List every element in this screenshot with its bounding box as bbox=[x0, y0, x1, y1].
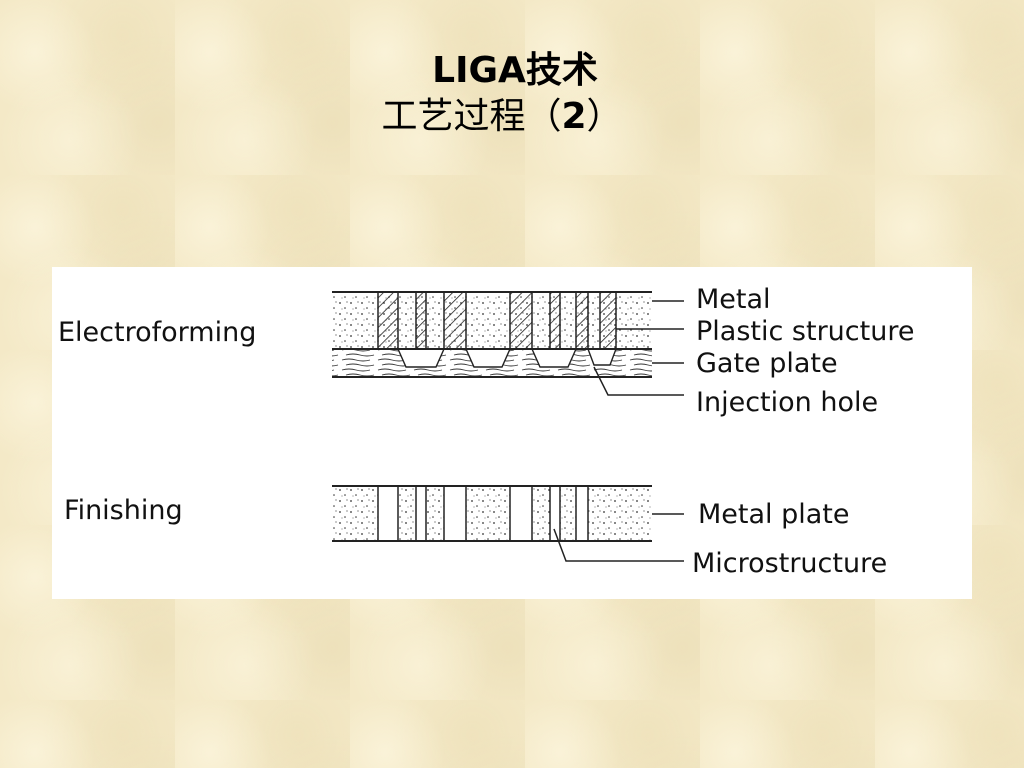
stage-label-electroforming: Electroforming bbox=[58, 317, 256, 348]
injection-hole bbox=[464, 348, 512, 368]
process-diagram: Electroforming bbox=[58, 284, 914, 579]
plastic-column bbox=[378, 292, 398, 349]
injection-hole bbox=[530, 348, 578, 368]
microstructure-void bbox=[416, 486, 426, 541]
title-line-2: 工艺过程（2） bbox=[0, 94, 1024, 140]
leader-lines bbox=[593, 300, 684, 396]
label-metal: Metal bbox=[696, 284, 771, 315]
plastic-column bbox=[510, 292, 532, 349]
leader-lines-finishing bbox=[553, 513, 684, 562]
injection-hole bbox=[396, 348, 446, 368]
plastic-column bbox=[600, 292, 616, 349]
plastic-column bbox=[576, 292, 588, 349]
plastic-column bbox=[416, 292, 426, 349]
microstructure-void bbox=[510, 486, 532, 541]
finishing-cross-section bbox=[332, 485, 684, 562]
plastic-column bbox=[444, 292, 466, 349]
label-plastic-structure: Plastic structure bbox=[696, 316, 914, 347]
title-line-2-number: 2 bbox=[561, 96, 587, 137]
microstructure-void bbox=[444, 486, 466, 541]
title-line-2-close: ） bbox=[586, 96, 623, 137]
label-gate-plate: Gate plate bbox=[696, 348, 838, 379]
slide-title: LIGA技术 工艺过程（2） bbox=[0, 48, 1024, 140]
plastic-column bbox=[550, 292, 560, 349]
electroforming-cross-section bbox=[332, 291, 684, 396]
microstructure-void bbox=[378, 486, 398, 541]
label-microstructure: Microstructure bbox=[692, 548, 887, 579]
label-injection-hole: Injection hole bbox=[696, 387, 878, 418]
stage-label-finishing: Finishing bbox=[64, 495, 183, 526]
liga-process-figure: Electroforming bbox=[52, 267, 972, 599]
title-line-2-text: 工艺过程（ bbox=[381, 96, 562, 137]
title-line-1: LIGA技术 bbox=[432, 50, 598, 91]
microstructure-void bbox=[550, 486, 560, 541]
label-metal-plate: Metal plate bbox=[698, 499, 850, 530]
microstructure-void bbox=[576, 486, 588, 541]
